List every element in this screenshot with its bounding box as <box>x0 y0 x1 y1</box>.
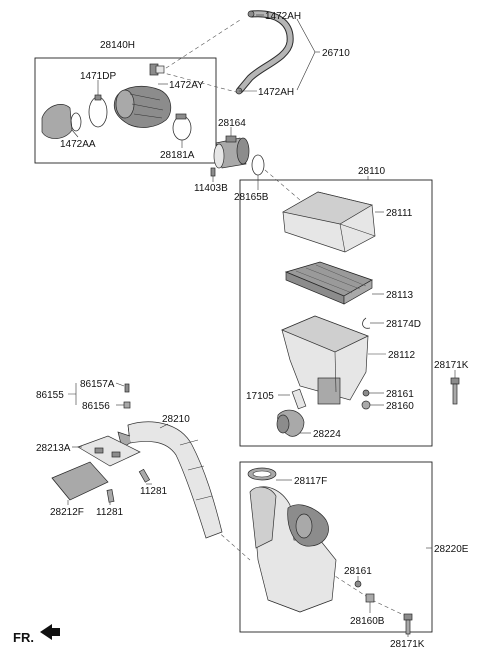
bolt-11281-b-part <box>106 489 115 503</box>
airflow-sensor-28164-part <box>213 135 250 169</box>
leader-28210 <box>159 423 169 429</box>
label-17105: 17105 <box>246 391 274 402</box>
label-26710: 26710 <box>322 48 350 59</box>
label-1472AY: 1472AY <box>169 80 204 91</box>
label-11281-a: 11281 <box>140 486 168 497</box>
gasket-28117F-part <box>247 467 277 481</box>
label-28165B: 28165B <box>234 192 269 203</box>
filter-element-28113-part <box>284 261 373 305</box>
label-1472AA: 1472AA <box>60 139 96 150</box>
bushing-28161-lower-part <box>354 580 362 588</box>
label-11281-b: 11281 <box>96 507 124 518</box>
group-box-28110 <box>239 179 433 447</box>
label-28112: 28112 <box>388 350 416 361</box>
group-box-28220E <box>239 461 433 633</box>
label-86156: 86156 <box>82 401 110 412</box>
group-box-28140H <box>34 57 217 164</box>
label-28160-upper: 28160 <box>386 401 414 412</box>
screw-11403B-part <box>210 167 216 177</box>
label-28110: 28110 <box>358 166 386 177</box>
clamp-28181A-part <box>172 113 192 141</box>
label-11403B: 11403B <box>194 183 228 194</box>
label-28212F: 28212F <box>50 507 84 518</box>
label-28140H: 28140H <box>100 40 135 51</box>
label-28224: 28224 <box>313 429 341 440</box>
leader-86155-bracket <box>68 383 77 405</box>
label-86157A: 86157A <box>80 379 115 390</box>
nut-28160-upper-part <box>361 400 371 410</box>
bolt-28171K-right-part <box>450 377 460 405</box>
bracket-86155-part <box>123 383 131 409</box>
assembly-line-hose-2 <box>159 71 237 93</box>
cover-28111-part <box>282 191 376 253</box>
resonator-hose-part <box>113 86 172 128</box>
assembly-line-duct <box>215 529 251 561</box>
label-28117F: 28117F <box>294 476 327 487</box>
bushing-28161-upper-part <box>362 389 370 397</box>
clamp-1471DP-part <box>88 94 108 128</box>
assembly-line-hose <box>159 19 241 73</box>
air-intake-28220E-part <box>249 486 337 613</box>
leader-86157A <box>115 382 125 387</box>
bracket-28213A-part <box>77 435 141 467</box>
label-1472AH-top: 1472AH <box>265 11 301 22</box>
clip-28174D-part <box>362 317 371 329</box>
label-28161-upper: 28161 <box>386 389 414 400</box>
sensor-1472AY-part <box>149 63 165 76</box>
label-28213A: 28213A <box>36 443 71 454</box>
front-arrow-icon <box>40 624 60 640</box>
leader-1472AA <box>71 129 79 138</box>
guard-28212F-part <box>51 461 109 501</box>
label-28174D: 28174D <box>386 319 421 330</box>
label-28220E: 28220E <box>434 544 469 555</box>
breather-hose-part <box>235 10 294 95</box>
o-ring-28165B-part <box>251 154 265 176</box>
nut-28160B-part <box>365 593 375 603</box>
label-28171K-bottom: 28171K <box>390 639 425 650</box>
bolt-11281-a-part <box>138 468 151 483</box>
lower-case-28112-part <box>281 315 369 405</box>
label-28171K-right: 28171K <box>434 360 469 371</box>
grommet-17105-part <box>291 388 307 410</box>
label-28181A: 28181A <box>160 150 195 161</box>
label-28164: 28164 <box>218 118 246 129</box>
label-28161-lower: 28161 <box>344 566 372 577</box>
leader-26710-bracket <box>296 18 316 91</box>
label-1472AH-bottom: 1472AH <box>258 87 294 98</box>
label-28111: 28111 <box>386 208 413 219</box>
bolt-28171K-bottom-part <box>403 613 413 635</box>
label-28113: 28113 <box>386 290 414 301</box>
label-1471DP: 1471DP <box>80 71 116 82</box>
duct-seal-28224-part <box>276 409 305 437</box>
label-86155: 86155 <box>36 390 64 401</box>
assembly-line-box <box>264 169 301 201</box>
label-28160B: 28160B <box>350 616 385 627</box>
air-duct-28210-part <box>117 421 223 539</box>
label-28210: 28210 <box>162 414 190 425</box>
front-direction-label: FR. <box>13 630 34 645</box>
